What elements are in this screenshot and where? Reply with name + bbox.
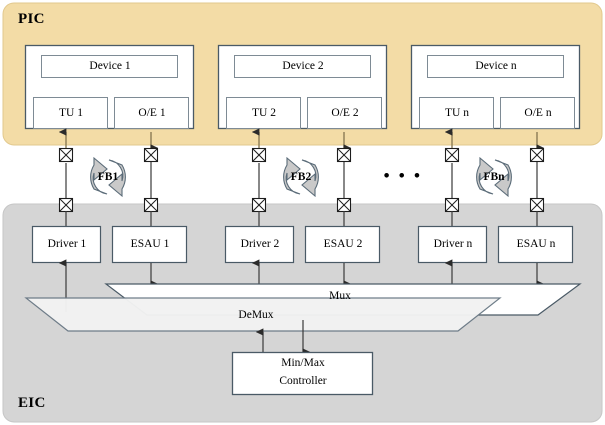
- feedback-loop-icon-2: [283, 156, 319, 198]
- channel-1-group: [24, 44, 195, 312]
- oe-box-2[interactable]: [307, 97, 382, 129]
- optical-coupler-nc[interactable]: [529, 147, 545, 163]
- driver-label-1: Driver 1: [47, 238, 87, 251]
- device-label-n: Device n: [475, 60, 517, 73]
- oe-label-n: O/E n: [524, 106, 552, 119]
- mux-label: Mux: [329, 289, 351, 302]
- driver-label-2: Driver 2: [240, 238, 280, 251]
- demux-label: DeMux: [238, 308, 274, 321]
- oe-box-n[interactable]: [500, 97, 575, 129]
- feedback-loop-icon-n: [476, 156, 512, 198]
- device-label-1: Device 1: [89, 60, 131, 73]
- optical-coupler-1d[interactable]: [143, 197, 159, 213]
- tu-box-2[interactable]: [226, 97, 301, 129]
- controller-label-line1: Min/Max: [281, 357, 325, 370]
- esau-label-n: ESAU n: [516, 238, 556, 251]
- esau-box-1[interactable]: [111, 225, 188, 264]
- feedback-label-1: FB1: [97, 171, 119, 183]
- feedback-label-2: FB2: [290, 171, 312, 183]
- driver-label-n: Driver n: [433, 238, 473, 251]
- tu-label-2: TU 2: [252, 106, 276, 119]
- eic-region-label: EIC: [18, 394, 46, 411]
- device-box-2[interactable]: [234, 55, 371, 78]
- optical-coupler-2d[interactable]: [336, 197, 352, 213]
- min-max-controller-box[interactable]: [231, 351, 374, 396]
- controller-label-line2: Controller: [279, 375, 327, 388]
- device-box-1[interactable]: [41, 55, 178, 78]
- optical-coupler-nd[interactable]: [529, 197, 545, 213]
- esau-label-2: ESAU 2: [323, 238, 363, 251]
- device-label-2: Device 2: [282, 60, 324, 73]
- oe-box-1[interactable]: [114, 97, 189, 129]
- feedback-label-n: FBn: [483, 171, 505, 183]
- optical-coupler-1b[interactable]: [58, 197, 74, 213]
- driver-box-2[interactable]: [224, 225, 295, 264]
- optical-coupler-na[interactable]: [444, 147, 460, 163]
- demux-block[interactable]: [24, 297, 502, 332]
- channel-2-group: [217, 44, 388, 312]
- optical-coupler-2b[interactable]: [251, 197, 267, 213]
- esau-box-n[interactable]: [497, 225, 574, 264]
- device-box-n[interactable]: [427, 55, 564, 78]
- optical-coupler-1a[interactable]: [58, 147, 74, 163]
- optical-coupler-1c[interactable]: [143, 147, 159, 163]
- driver-box-1[interactable]: [31, 225, 102, 264]
- tu-label-n: TU n: [445, 106, 469, 119]
- tu-label-1: TU 1: [59, 106, 83, 119]
- feedback-loop-icon-1: [90, 156, 126, 198]
- tu-box-n[interactable]: [419, 97, 494, 129]
- channel-n-group: [410, 44, 581, 312]
- esau-label-1: ESAU 1: [130, 238, 170, 251]
- oe-label-1: O/E 1: [138, 106, 166, 119]
- optical-coupler-2c[interactable]: [336, 147, 352, 163]
- pic-region-label: PIC: [18, 10, 45, 27]
- tu-box-1[interactable]: [33, 97, 108, 129]
- driver-box-n[interactable]: [417, 225, 488, 264]
- optical-coupler-2a[interactable]: [251, 147, 267, 163]
- oe-label-2: O/E 2: [331, 106, 359, 119]
- ellipsis-indicator: • • •: [383, 165, 423, 185]
- esau-box-2[interactable]: [304, 225, 381, 264]
- optical-coupler-nb[interactable]: [444, 197, 460, 213]
